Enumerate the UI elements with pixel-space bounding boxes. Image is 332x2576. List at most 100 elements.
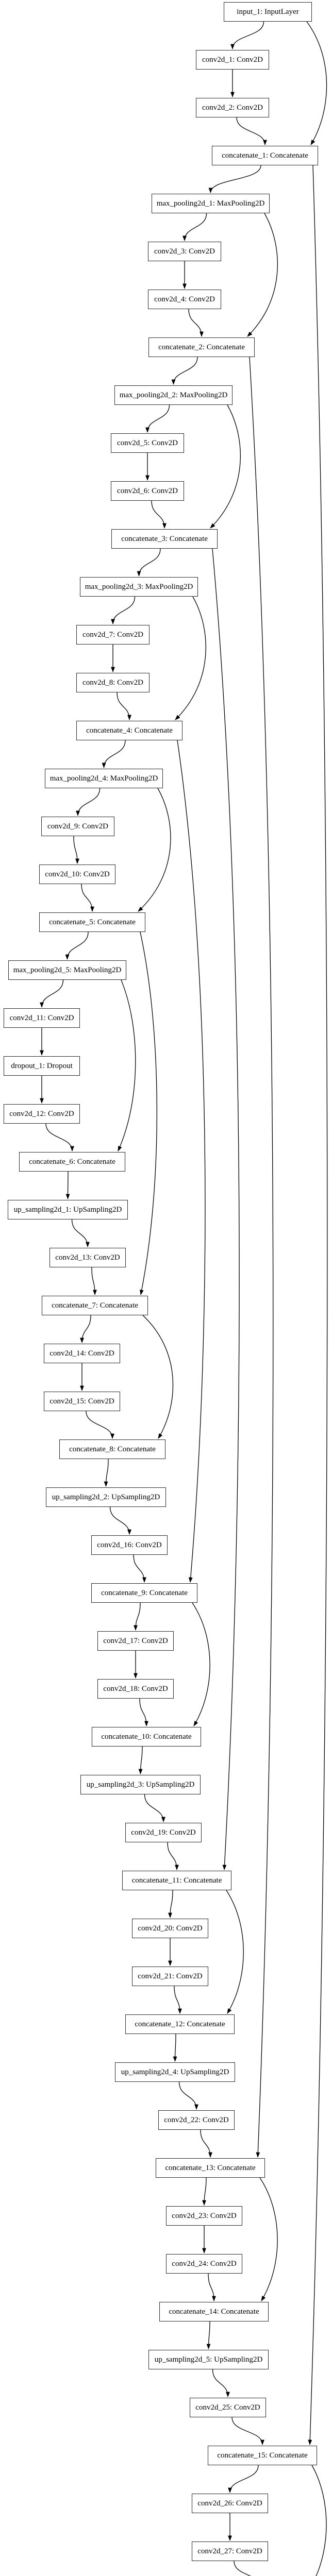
layer-node-conv2d_18[interactable]: conv2d_18: Conv2D — [97, 1679, 174, 1699]
edge-input_1-to-concatenate_1 — [306, 21, 327, 145]
edge-concatenate_1-to-concatenate_15 — [308, 165, 328, 2446]
layer-node-conv2d_24[interactable]: conv2d_24: Conv2D — [166, 2254, 242, 2274]
layer-node-conv2d_6[interactable]: conv2d_6: Conv2D — [111, 481, 184, 501]
layer-node-conv2d_11[interactable]: conv2d_11: Conv2D — [4, 1008, 80, 1028]
layer-node-up_sampling2d_3[interactable]: up_sampling2d_3: UpSampling2D — [80, 1775, 201, 1794]
edge-conv2d_12-to-concatenate_6 — [45, 1123, 74, 1152]
layer-node-conv2d_5[interactable]: conv2d_5: Conv2D — [111, 433, 184, 453]
edge-conv2d_15-to-concatenate_8 — [86, 1411, 114, 1439]
layer-node-up_sampling2d_1[interactable]: up_sampling2d_1: UpSampling2D — [8, 1200, 128, 1219]
edge-conv2d_21-to-concatenate_12 — [174, 1986, 182, 2014]
edge-concatenate_14-to-up_sampling2d_5 — [206, 2321, 211, 2350]
layer-node-conv2d_15[interactable]: conv2d_15: Conv2D — [44, 1392, 120, 1411]
layer-node-label: concatenate_13: Concatenate — [165, 2163, 256, 2172]
layer-node-max_pooling2d_1[interactable]: max_pooling2d_1: MaxPooling2D — [152, 194, 270, 213]
layer-node-label: concatenate_6: Concatenate — [29, 1157, 115, 1166]
layer-node-concatenate_14[interactable]: concatenate_14: Concatenate — [159, 2302, 269, 2321]
layer-node-conv2d_20[interactable]: conv2d_20: Conv2D — [132, 1919, 208, 1938]
layer-node-conv2d_2[interactable]: conv2d_2: Conv2D — [196, 98, 269, 117]
layer-node-concatenate_13[interactable]: concatenate_13: Concatenate — [156, 2158, 265, 2178]
layer-node-label: conv2d_27: Conv2D — [197, 2547, 262, 2555]
layer-node-label: up_sampling2d_4: UpSampling2D — [121, 2067, 229, 2076]
layer-node-conv2d_9[interactable]: conv2d_9: Conv2D — [41, 817, 114, 836]
edge-concatenate_8-to-up_sampling2d_2 — [104, 1459, 109, 1487]
layer-node-concatenate_11[interactable]: concatenate_11: Concatenate — [122, 1871, 231, 1890]
edge-max_pooling2d_1-to-concatenate_2 — [247, 213, 278, 337]
layer-node-max_pooling2d_4[interactable]: max_pooling2d_4: MaxPooling2D — [45, 769, 163, 788]
edge-concatenate_5-to-concatenate_7 — [140, 931, 157, 1296]
layer-node-conv2d_8[interactable]: conv2d_8: Conv2D — [76, 673, 150, 692]
layer-node-conv2d_16[interactable]: conv2d_16: Conv2D — [91, 1535, 168, 1555]
layer-node-label: conv2d_21: Conv2D — [138, 1972, 203, 1980]
layer-node-label: up_sampling2d_3: UpSampling2D — [86, 1780, 195, 1789]
layer-node-concatenate_10[interactable]: concatenate_10: Concatenate — [92, 1727, 201, 1747]
layer-node-label: conv2d_2: Conv2D — [202, 103, 263, 112]
edge-max_pooling2d_2-to-conv2d_5 — [145, 404, 170, 433]
layer-node-label: conv2d_1: Conv2D — [202, 55, 263, 64]
layer-node-concatenate_6[interactable]: concatenate_6: Concatenate — [19, 1152, 125, 1172]
edge-conv2d_10-to-concatenate_5 — [81, 884, 94, 912]
edge-conv2d_18-to-concatenate_10 — [139, 1698, 148, 1727]
edge-concatenate_9-to-concatenate_10 — [192, 1602, 210, 1726]
layer-node-conv2d_12[interactable]: conv2d_12: Conv2D — [4, 1104, 80, 1124]
layer-node-label: conv2d_12: Conv2D — [9, 1109, 74, 1118]
layer-node-concatenate_2[interactable]: concatenate_2: Concatenate — [148, 337, 255, 357]
edge-concatenate_13-to-concatenate_14 — [259, 2177, 278, 2301]
layer-node-conv2d_26[interactable]: conv2d_26: Conv2D — [192, 2494, 268, 2513]
layer-node-up_sampling2d_4[interactable]: up_sampling2d_4: UpSampling2D — [115, 2062, 235, 2082]
edge-conv2d_22-to-concatenate_13 — [200, 2129, 212, 2158]
layer-node-concatenate_15[interactable]: concatenate_15: Concatenate — [208, 2446, 317, 2465]
layer-node-input_1[interactable]: input_1: InputLayer — [224, 2, 312, 22]
layer-node-label: up_sampling2d_5: UpSampling2D — [154, 2355, 263, 2364]
layer-node-dropout_1[interactable]: dropout_1: Dropout — [4, 1056, 80, 1076]
layer-node-conv2d_19[interactable]: conv2d_19: Conv2D — [125, 1823, 202, 1842]
edge-concatenate_13-to-conv2d_23 — [202, 2177, 207, 2206]
layer-node-concatenate_1[interactable]: concatenate_1: Concatenate — [212, 146, 318, 165]
layer-node-conv2d_21[interactable]: conv2d_21: Conv2D — [132, 1967, 208, 1986]
edge-up_sampling2d_1-to-conv2d_13 — [71, 1219, 90, 1248]
layer-node-conv2d_14[interactable]: conv2d_14: Conv2D — [44, 1344, 120, 1363]
layer-node-conv2d_1[interactable]: conv2d_1: Conv2D — [196, 50, 269, 70]
edge-conv2d_16-to-concatenate_9 — [133, 1554, 146, 1583]
edge-conv2d_25-to-concatenate_15 — [231, 2417, 264, 2446]
layer-node-label: conv2d_6: Conv2D — [117, 486, 178, 495]
edge-concatenate_12-to-up_sampling2d_4 — [173, 2033, 177, 2062]
layer-node-conv2d_22[interactable]: conv2d_22: Conv2D — [158, 2110, 235, 2130]
layer-node-label: concatenate_14: Concatenate — [169, 2307, 259, 2316]
layer-node-conv2d_10[interactable]: conv2d_10: Conv2D — [39, 865, 115, 884]
layer-node-label: concatenate_9: Concatenate — [101, 1588, 188, 1597]
layer-node-concatenate_9[interactable]: concatenate_9: Concatenate — [91, 1583, 197, 1603]
layer-node-conv2d_27[interactable]: conv2d_27: Conv2D — [192, 2541, 268, 2561]
layer-node-conv2d_7[interactable]: conv2d_7: Conv2D — [76, 625, 150, 645]
layer-node-label: conv2d_3: Conv2D — [154, 247, 215, 256]
edge-concatenate_11-to-conv2d_20 — [168, 1890, 173, 1919]
layer-node-conv2d_23[interactable]: conv2d_23: Conv2D — [166, 2206, 242, 2226]
layer-node-max_pooling2d_2[interactable]: max_pooling2d_2: MaxPooling2D — [114, 385, 233, 405]
layer-node-concatenate_8[interactable]: concatenate_8: Concatenate — [59, 1439, 165, 1459]
layer-node-up_sampling2d_2[interactable]: up_sampling2d_2: UpSampling2D — [46, 1487, 166, 1507]
layer-node-concatenate_3[interactable]: concatenate_3: Concatenate — [111, 529, 218, 549]
layer-node-conv2d_3[interactable]: conv2d_3: Conv2D — [148, 242, 221, 261]
layer-node-label: conv2d_13: Conv2D — [55, 1253, 120, 1262]
layer-node-up_sampling2d_5[interactable]: up_sampling2d_5: UpSampling2D — [148, 2350, 269, 2369]
layer-node-concatenate_7[interactable]: concatenate_7: Concatenate — [42, 1296, 148, 1315]
layer-node-concatenate_12[interactable]: concatenate_12: Concatenate — [125, 2014, 235, 2034]
layer-node-label: conv2d_14: Conv2D — [49, 1349, 114, 1358]
edge-concatenate_3-to-concatenate_11 — [212, 548, 240, 1871]
layer-node-concatenate_5[interactable]: concatenate_5: Concatenate — [39, 912, 145, 932]
edge-up_sampling2d_5-to-conv2d_25 — [212, 2369, 230, 2398]
edge-concatenate_11-to-concatenate_12 — [226, 1890, 244, 2014]
edge-concatenate_1-to-max_pooling2d_1 — [208, 165, 261, 194]
edge-concatenate_2-to-max_pooling2d_2 — [171, 357, 198, 385]
layer-node-label: conv2d_26: Conv2D — [197, 2499, 262, 2507]
edge-concatenate_15-to-conv2d_26 — [228, 2465, 259, 2494]
layer-node-conv2d_25[interactable]: conv2d_25: Conv2D — [190, 2398, 266, 2417]
layer-node-conv2d_4[interactable]: conv2d_4: Conv2D — [148, 290, 221, 309]
layer-node-label: conv2d_11: Conv2D — [9, 1013, 74, 1022]
layer-node-max_pooling2d_5[interactable]: max_pooling2d_5: MaxPooling2D — [8, 960, 126, 980]
layer-node-max_pooling2d_3[interactable]: max_pooling2d_3: MaxPooling2D — [80, 577, 198, 597]
layer-node-conv2d_17[interactable]: conv2d_17: Conv2D — [97, 1631, 174, 1651]
layer-node-concatenate_4[interactable]: concatenate_4: Concatenate — [76, 721, 182, 740]
layer-node-conv2d_13[interactable]: conv2d_13: Conv2D — [49, 1248, 126, 1267]
